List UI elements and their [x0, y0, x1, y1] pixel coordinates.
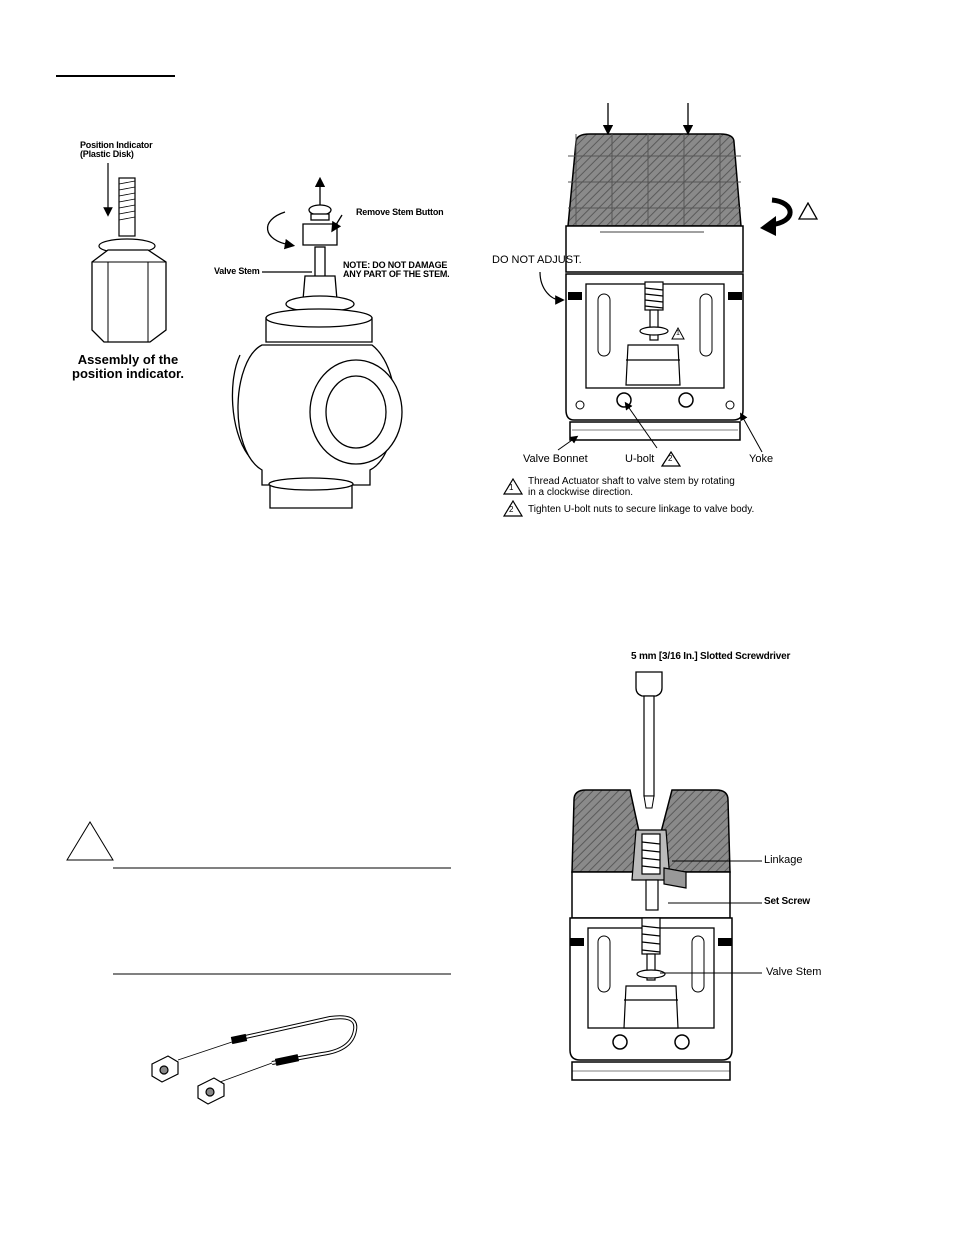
caution-box: [66, 821, 451, 975]
header-rule: [56, 75, 175, 77]
rotate-warning-symbol: [797, 201, 819, 225]
yoke-label: Yoke: [749, 453, 774, 465]
step1-number: 1: [509, 483, 514, 492]
linkage-label: Linkage: [764, 854, 803, 866]
u-bolt-drawing: [151, 1015, 358, 1105]
do-not-adjust-label: DO NOT ADJUST.: [492, 254, 582, 266]
valve-stem-label: Valve Stem: [214, 266, 260, 276]
valve-drawing: [231, 176, 403, 509]
stem-damage-note: NOTE: DO NOT DAMAGE ANY PART OF THE STEM…: [343, 260, 450, 280]
u-bolt-label: U-bolt: [625, 453, 655, 465]
step1-text: Thread Actuator shaft to valve stem by r…: [528, 476, 735, 498]
stem-step1-number: 1: [676, 330, 680, 337]
valve-bonnet-label: Valve Bonnet: [523, 453, 588, 465]
valve-stem-bottom-label: Valve Stem: [766, 966, 822, 978]
u-bolt-step2-number: 2: [668, 454, 673, 463]
position-indicator-drawing: [91, 163, 167, 343]
step2-text: Tighten U-bolt nuts to secure linkage to…: [528, 504, 755, 515]
actuator-bottom-drawing: [569, 671, 762, 1081]
actuator-top-drawing: [502, 103, 793, 517]
position-indicator-caption: Assembly of the position indicator.: [72, 352, 184, 381]
set-screw-label: Set Screw: [764, 896, 811, 907]
step2-number: 2: [509, 505, 514, 514]
remove-stem-button-label: Remove Stem Button: [356, 207, 444, 217]
position-indicator-label: Position Indicator (Plastic Disk): [80, 140, 153, 160]
screwdriver-label: 5 mm [3/16 In.] Slotted Screwdriver: [631, 651, 791, 662]
